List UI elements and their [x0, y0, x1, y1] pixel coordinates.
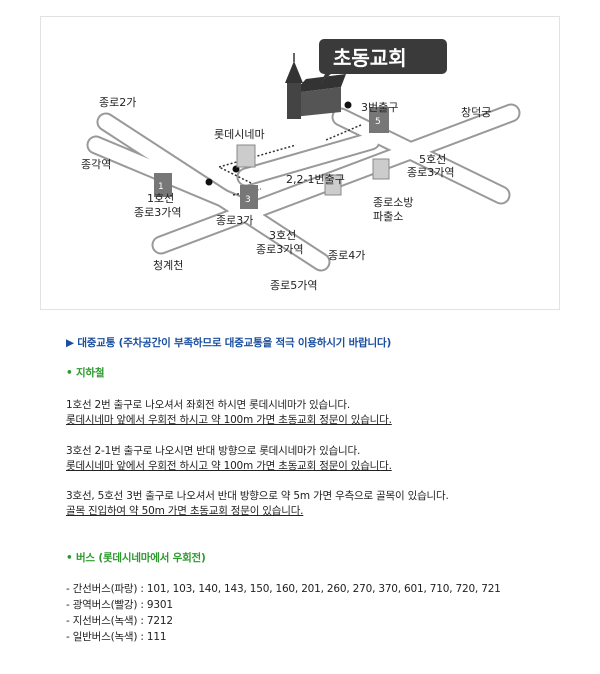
- map-label: 창덕궁: [461, 106, 491, 119]
- church-name-sign: 초동교회: [319, 39, 447, 84]
- subway-line1-detail: 롯데시네마 앞에서 우회전 하시고 약 100m 가면 초동교회 정문이 있습니…: [66, 414, 392, 426]
- bus-list-item: - 광역버스(빨강) : 9301: [66, 599, 173, 611]
- map-label: 종로3가역: [256, 243, 303, 256]
- map-label: 파출소: [373, 210, 403, 223]
- map-label: 종로3가역: [407, 166, 454, 179]
- map-label: 5호선: [419, 153, 446, 166]
- map-label: 종로4가: [328, 249, 365, 262]
- subway-line5-text: 3호선, 5호선 3번 출구로 나오셔서 반대 방향으로 약 5m 가면 우측으…: [66, 490, 449, 502]
- bus-list-item: - 지선버스(녹색) : 7212: [66, 615, 173, 627]
- exit-dots: [205, 101, 352, 186]
- map-label: 청계천: [153, 258, 183, 272]
- map-label: 5: [375, 117, 381, 127]
- map-label: 1: [158, 182, 164, 192]
- map-label: 3: [245, 195, 251, 205]
- building-icons: [236, 144, 390, 196]
- map-label: 3번출구: [361, 101, 398, 114]
- subway-line3-detail: 롯데시네마 앞에서 우회전 하시고 약 100m 가면 초동교회 정문이 있습니…: [66, 460, 392, 472]
- map-label: 종로소방: [373, 196, 413, 209]
- map-label: 종로5가역: [270, 279, 317, 292]
- map-graphic: 1 3 5 초동교회 종로2가 종각역 롯데시네마 3번출구 창덕궁 5호선 종…: [81, 39, 521, 292]
- map-label: 3호선: [269, 229, 296, 242]
- map-label: 1호선: [147, 192, 174, 205]
- map-label: 2,2-1번출구: [286, 173, 345, 186]
- subway-line1-text: 1호선 2번 출구로 나오셔서 좌회전 하시면 롯데시네마가 있습니다.: [66, 399, 351, 411]
- transit-heading: ▶ 대중교통 (주차공간이 부족하므로 대중교통을 적극 이용하시기 바랍니다): [66, 337, 392, 349]
- bus-list-item: - 간선버스(파랑) : 101, 103, 140, 143, 150, 16…: [66, 583, 501, 595]
- station-icons: 1 3 5: [154, 107, 389, 209]
- walking-routes: [218, 124, 362, 196]
- map-label: 롯데시네마: [214, 128, 265, 141]
- map-label: 종로3가: [216, 214, 253, 227]
- map-label: 종각역: [81, 158, 111, 171]
- fire-station-building-icon: [372, 158, 390, 180]
- subway-line3-text: 3호선 2-1번 출구로 나오시면 반대 방향으로 롯데시네마가 있습니다.: [66, 445, 361, 457]
- line5-station-icon: [369, 107, 389, 133]
- line1-station-icon: [154, 173, 172, 197]
- church-icon: [285, 53, 346, 119]
- bus-title: • 버스 (롯데시네마에서 우회전): [66, 552, 206, 564]
- map-label: 종로3가역: [134, 206, 181, 219]
- subway-line5-detail: 골목 진입하여 약 50m 가면 초동교회 정문이 있습니다.: [66, 505, 304, 517]
- subway-title: • 지하철: [66, 367, 105, 379]
- line3-station-icon: [240, 185, 258, 209]
- bus-list-item: - 일반버스(녹색) : 111: [66, 631, 167, 643]
- map-label: 초동교회: [333, 46, 407, 70]
- map-label: 종로2가: [99, 96, 136, 109]
- lotte-cinema-building-icon: [236, 144, 256, 168]
- building-icon: [324, 174, 342, 196]
- location-map: 1 3 5 초동교회 종로2가 종각역 롯데시네마 3번출구 창덕궁 5호선 종…: [40, 16, 560, 310]
